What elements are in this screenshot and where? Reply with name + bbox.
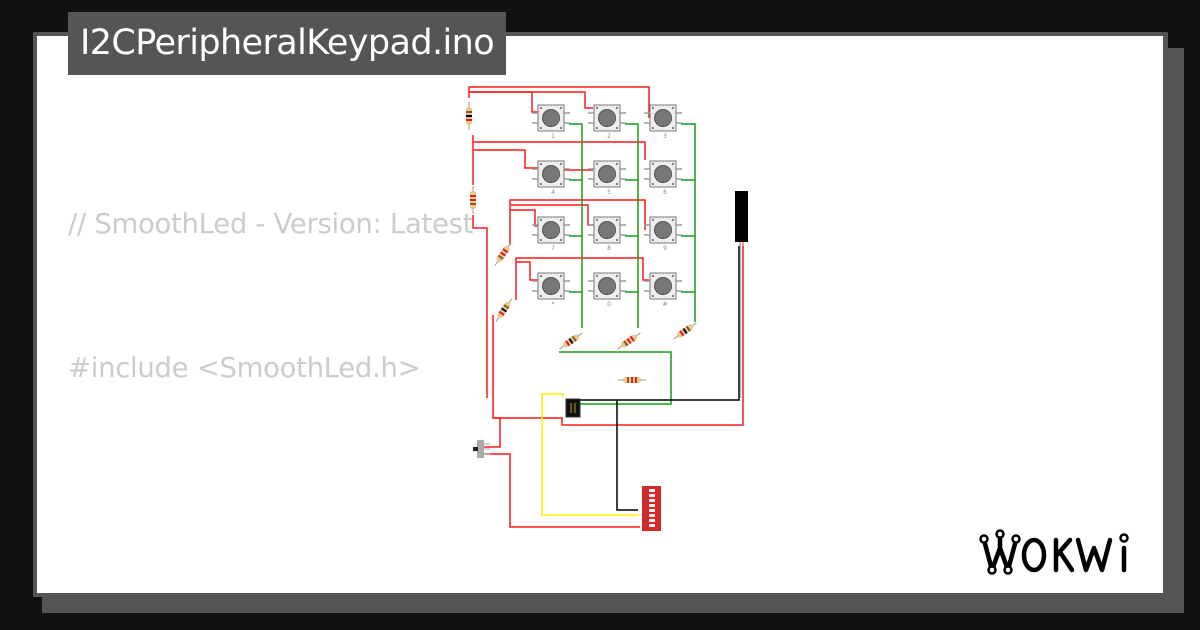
svg-text:0: 0 (607, 301, 611, 308)
wokwi-logo-icon (979, 529, 1129, 575)
svg-text:*: * (552, 301, 555, 308)
project-title: I2CPeripheralKeypad.ino (68, 12, 507, 75)
svg-text:6: 6 (663, 189, 667, 196)
svg-text:4: 4 (551, 189, 555, 196)
svg-text:5: 5 (607, 189, 611, 196)
svg-text:9: 9 (663, 245, 667, 252)
svg-text:8: 8 (607, 245, 611, 252)
code-preview: // SmoothLed - Version: Latest #include … (68, 104, 1039, 593)
svg-text:1: 1 (551, 133, 555, 140)
dip-switch (642, 486, 661, 531)
code-line: #include <SmoothLed.h> (68, 352, 421, 384)
black-wires (579, 246, 740, 511)
slide-switch (473, 440, 490, 458)
card-content: // SmoothLed - Version: Latest #include … (37, 36, 1163, 593)
svg-text:#: # (662, 301, 667, 308)
keypad: 1 2 3 4 5 6 7 8 9 * 0 # (531, 104, 683, 308)
attiny-chip (565, 398, 581, 418)
sensor-module (735, 191, 748, 242)
code-line: // SmoothLed - Version: Latest (68, 208, 474, 240)
svg-text:2: 2 (607, 133, 611, 140)
svg-text:7: 7 (551, 245, 555, 252)
svg-text:3: 3 (663, 133, 667, 140)
green-wires (559, 123, 696, 405)
yellow-wire (541, 393, 639, 516)
red-wires (468, 86, 744, 528)
